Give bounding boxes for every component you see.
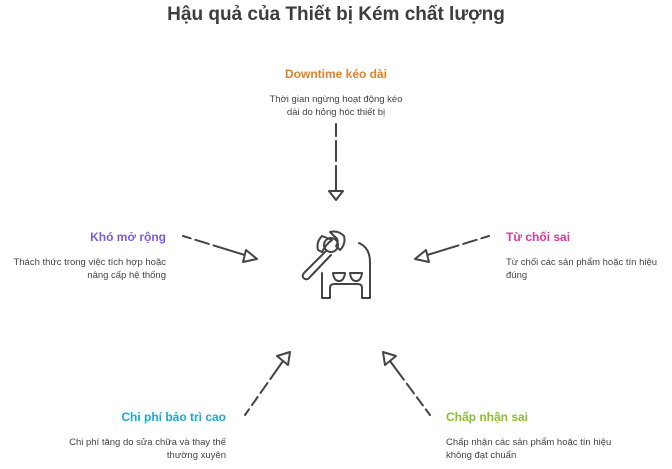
- node-description: Chấp nhận các sản phẩm hoặc tín hiệu khô…: [446, 437, 612, 461]
- node-description: Thời gian ngừng hoạt động kéo dài do hỏn…: [269, 94, 403, 118]
- arrow-top: [328, 123, 344, 201]
- arrow-right: [414, 235, 490, 263]
- node-description: Chi phí tăng do sửa chữa và thay thế thư…: [69, 437, 226, 461]
- arrow-left: [182, 235, 258, 263]
- arrow-bottom-left: [244, 351, 291, 416]
- node-false-reject: Từ chối sai Từ chối các sản phẩm hoặc tí…: [506, 230, 666, 282]
- node-description: Thách thức trong việc tích hợp hoặc nâng…: [13, 257, 166, 281]
- node-heading: Chi phí bảo trì cao: [121, 410, 226, 424]
- node-false-accept: Chấp nhận sai Chấp nhận các sản phẩm hoặ…: [446, 410, 616, 462]
- axe-machine-icon: [301, 230, 371, 299]
- node-heading: Chấp nhận sai: [446, 410, 529, 424]
- node-description: Từ chối các sản phẩm hoặc tín hiệu đúng: [506, 257, 658, 281]
- node-heading: Khó mở rộng: [90, 230, 166, 244]
- arrow-bottom-right: [382, 351, 431, 416]
- node-high-maintenance-cost: Chi phí bảo trì cao Chi phí tăng do sửa …: [60, 410, 226, 462]
- node-heading: Downtime kéo dài: [284, 67, 388, 81]
- node-downtime: Downtime kéo dài Thời gian ngừng hoạt độ…: [236, 67, 436, 119]
- node-heading: Từ chối sai: [506, 230, 571, 244]
- diagram-title: Hậu quả của Thiết bị Kém chất lượng: [167, 4, 505, 25]
- node-hard-to-scale: Khó mở rộng Thách thức trong việc tích h…: [10, 230, 166, 282]
